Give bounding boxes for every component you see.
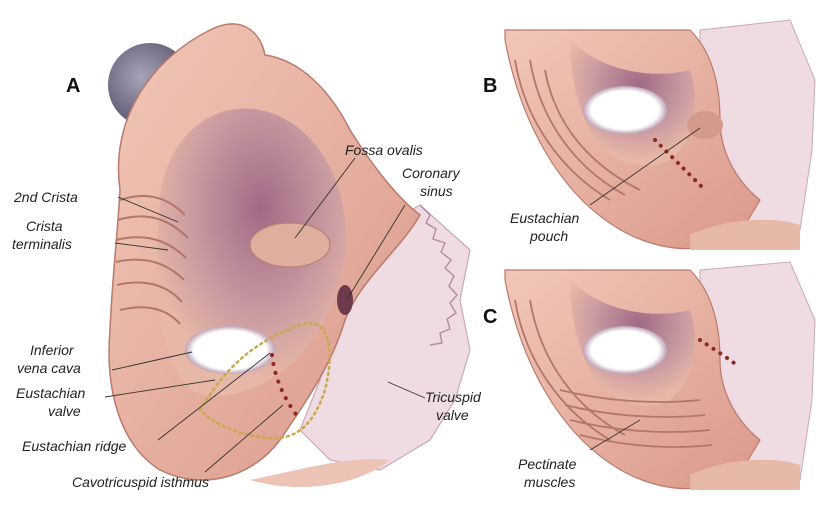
label-eustachian-pouch-line2: pouch — [529, 228, 568, 244]
label-coronary-sinus-line1: Coronary — [402, 165, 461, 181]
panel-letter-a: A — [66, 75, 80, 97]
label-eustachian-valve-line2: valve — [48, 403, 81, 419]
label-eustachian-ridge: Eustachian ridge — [22, 438, 127, 454]
eustachian-pouch — [687, 111, 723, 139]
inferior-rim — [250, 459, 390, 487]
label-inferior-vena-cava-line1: Inferior — [30, 342, 75, 358]
label-inferior-vena-cava-line2: vena cava — [17, 360, 81, 376]
label-crista-terminalis-line2: terminalis — [12, 236, 72, 252]
label-pectinate-muscles-line2: muscles — [524, 474, 575, 490]
fossa-ovalis — [250, 223, 330, 267]
label-eustachian-valve-line1: Eustachian — [16, 385, 85, 401]
panel-letter-c: C — [483, 306, 497, 328]
inferior-vena-cava-opening — [185, 326, 275, 374]
label-coronary-sinus-line2: sinus — [420, 183, 453, 199]
label-tricuspid-valve-line1: Tricuspid — [425, 389, 482, 405]
label-fossa-ovalis: Fossa ovalis — [345, 142, 423, 158]
panel-c-ivc-opening — [583, 326, 667, 374]
label-tricuspid-valve-line2: valve — [436, 407, 469, 423]
panel-letter-b: B — [483, 75, 497, 97]
label-pectinate-muscles-line1: Pectinate — [518, 456, 577, 472]
panel-a — [108, 24, 470, 487]
label-second-crista: 2nd Crista — [13, 189, 78, 205]
coronary-sinus-opening — [337, 285, 353, 315]
label-cavotricuspid-isthmus: Cavotricuspid isthmus — [72, 474, 209, 490]
label-crista-terminalis-line1: Crista — [26, 218, 63, 234]
panel-b-ivc-opening — [583, 86, 667, 134]
label-eustachian-pouch-line1: Eustachian — [510, 210, 579, 226]
